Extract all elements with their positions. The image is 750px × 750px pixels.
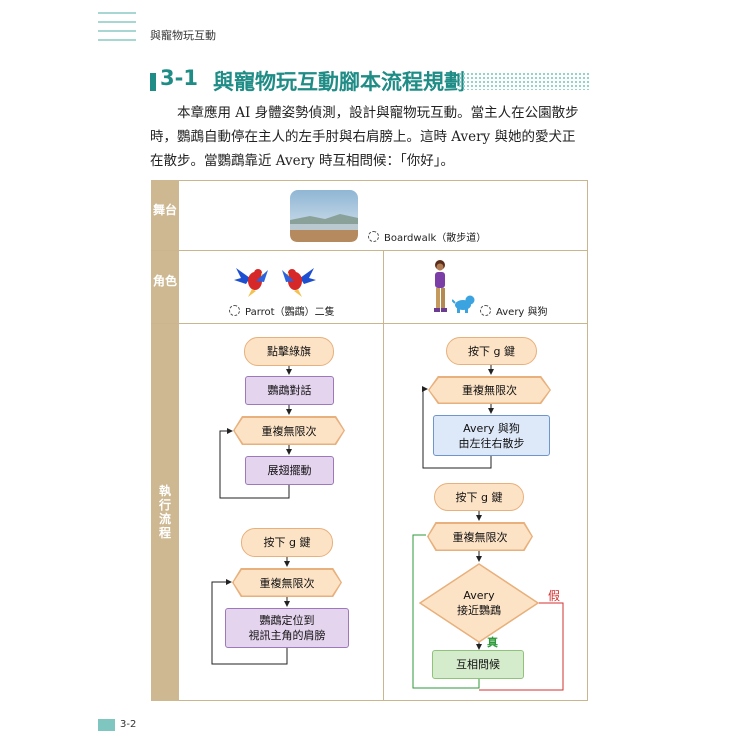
sprite-dot-icon	[480, 305, 491, 316]
row-divider	[151, 250, 588, 251]
dog-sprite	[452, 295, 475, 313]
sprite-right-caption: Avery 與狗	[480, 303, 548, 318]
section-number: 3-1	[160, 66, 198, 90]
column-divider	[383, 250, 384, 701]
row-label-flow: 執行流程	[158, 484, 171, 540]
parrot-talk-block: 鸚鵡對話	[245, 376, 334, 405]
forever-loop-block: 重複無限次	[427, 522, 533, 551]
avery-sprite	[434, 260, 447, 312]
section-dots-decor	[458, 72, 590, 90]
row-label-sprites: 角色	[152, 274, 177, 288]
true-label: 真	[487, 636, 498, 649]
parrot-sprite	[234, 268, 268, 297]
forever-loop-block: 重複無限次	[428, 376, 551, 404]
flap-wings-block: 展翅擺動	[245, 456, 334, 485]
page-number: 3-2	[120, 719, 137, 730]
section-marker	[150, 73, 156, 91]
intro-line: 本章應用 AI 身體姿勢偵測，設計與寵物玩互動。當主人在公園散步	[177, 105, 579, 121]
header-decor-line	[98, 12, 136, 14]
intro-line: 時，鸚鵡自動停在主人的左手肘與右肩膀上。這時 Avery 與她的愛犬正	[150, 129, 576, 145]
running-header: 與寵物玩互動	[150, 29, 216, 42]
false-label: 假	[548, 589, 561, 603]
sprite-dot-icon	[368, 231, 379, 242]
section-title: 與寵物玩互動腳本流程規劃	[213, 70, 465, 94]
key-g-event: 按下 g 鍵	[446, 337, 537, 365]
forever-loop-block: 重複無限次	[233, 416, 345, 445]
intro-line: 在散步。當鸚鵡靠近 Avery 時互相問候：「你好」。	[150, 153, 454, 169]
header-decor-line	[98, 39, 136, 41]
stage-caption: Boardwalk（散步道）	[368, 229, 486, 244]
parrot-sprite	[282, 268, 316, 297]
intro-paragraph: 本章應用 AI 身體姿勢偵測，設計與寵物玩互動。當主人在公園散步 時，鸚鵡自動停…	[150, 101, 590, 173]
header-decor-line	[98, 21, 136, 23]
green-flag-event: 點擊綠旗	[244, 337, 334, 366]
boardwalk-image	[290, 190, 358, 242]
forever-loop-block: 重複無限次	[232, 568, 342, 597]
row-label-stage: 舞台	[152, 203, 177, 217]
key-g-event: 按下 g 鍵	[434, 483, 524, 511]
greet-block: 互相問候	[432, 650, 524, 679]
key-g-event: 按下 g 鍵	[241, 528, 333, 557]
sprite-dot-icon	[229, 305, 240, 316]
sprite-left-caption: Parrot（鸚鵡）二隻	[229, 303, 335, 318]
footer-marker	[98, 719, 115, 731]
parrot-position-block: 鸚鵡定位到視訊主角的肩膀	[225, 608, 349, 648]
row-divider	[151, 323, 588, 324]
decision-diamond	[419, 563, 539, 643]
avery-walk-block: Avery 與狗由左往右散步	[433, 415, 550, 456]
header-decor-line	[98, 30, 136, 32]
row-label-bar	[151, 180, 179, 701]
